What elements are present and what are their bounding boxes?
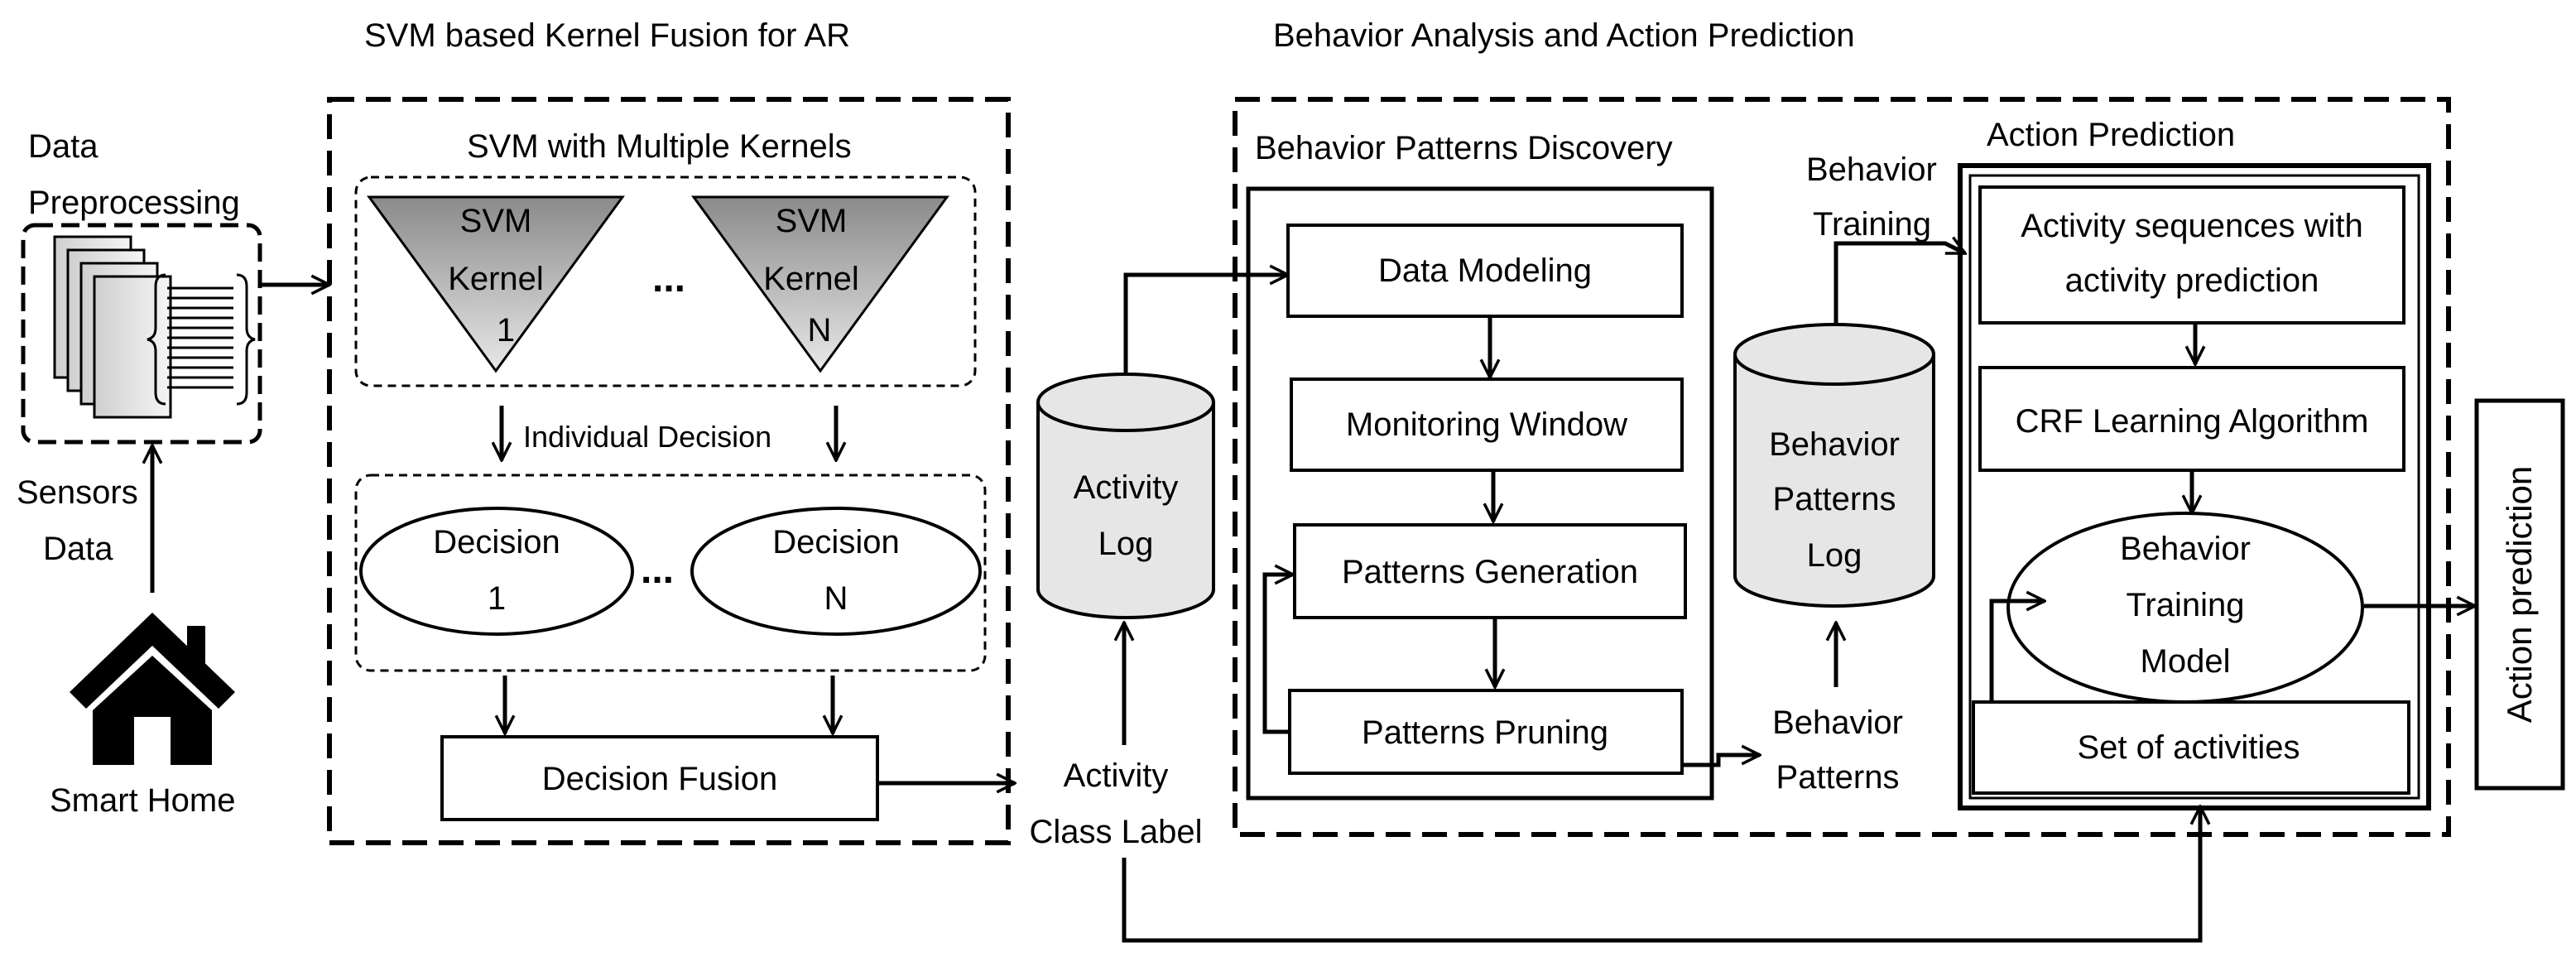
log-to-data-modeling-arrow [1123,275,1288,374]
action-prediction-output-label: Action prediction [2500,466,2539,724]
class-label-to-action-prediction-arrow [1122,806,2200,943]
decision-n-label: Decision [772,524,899,560]
behavior-patterns-log-label: Behavior [1769,426,1900,463]
action-prediction-panel [1958,163,2431,810]
training-model-label: Behavior [2120,531,2251,567]
right-section-title: Behavior Analysis and Action Prediction [1273,17,1855,54]
preprocessing-box [21,223,262,445]
sensors-data-label: Data [43,531,113,567]
data-modeling-box [1286,224,1684,318]
activity-class-label: Activity [1064,757,1169,794]
decision-1-node [359,507,634,636]
kernel-ellipsis: ... [652,257,685,301]
svm-kernel-1-label: 1 [497,312,515,349]
left-section-title: SVM based Kernel Fusion for AR [364,17,850,54]
activity-class-label: Class Label [1029,814,1202,850]
svm-kernel-1-triangle [367,195,625,373]
activity-log-label: Log [1098,526,1154,562]
svm-kernel-1-label: SVM [460,203,532,239]
decision-1-label: Decision [433,524,560,560]
svm-fusion-panel [327,97,1011,845]
set-of-activities-box [1972,700,2410,795]
monitoring-window-label: Monitoring Window [1346,406,1627,443]
activity-sequences-box [1978,185,2405,325]
discovery-title: Behavior Patterns Discovery [1255,130,1673,166]
data-preprocessing-label: Data [28,128,99,165]
training-model-label: Model [2141,643,2231,680]
training-model-label: Training [2126,587,2244,623]
patterns-generation-label: Patterns Generation [1342,554,1638,590]
data-modeling-label: Data Modeling [1378,252,1592,289]
behavior-patterns-label: Behavior [1772,705,1903,741]
behavior-patterns-log-label: Log [1807,537,1862,574]
svm-kernel-n-label: N [808,312,832,349]
behavior-training-label: Training [1813,206,1931,243]
svm-section-title: SVM with Multiple Kernels [467,128,852,165]
behavior-analysis-panel [1233,97,2451,837]
data-preprocessing-label: Preprocessing [28,185,240,221]
documents-icon [53,235,256,419]
action-prediction-inner [1968,174,2420,800]
activity-sequences-label: activity prediction [2065,262,2319,299]
pruning-to-behavior-patterns-arrow [1684,755,1760,767]
individual-decision-label: Individual Decision [523,420,771,454]
decision-n-label: N [824,580,848,617]
behavior-training-label: Behavior [1806,151,1937,188]
crf-label: CRF Learning Algorithm [2016,403,2369,440]
decision-fusion-label: Decision Fusion [542,761,778,797]
decisions-group [354,474,987,672]
svm-kernel-1-label: Kernel [448,261,544,297]
activity-sequences-label: Activity sequences with [2021,208,2363,244]
set-of-activities-label: Set of activities [2077,729,2300,766]
svm-kernel-n-label: Kernel [763,261,859,297]
patterns-pruning-box [1288,689,1684,775]
smart-home-label: Smart Home [50,782,236,819]
decision-ellipsis: ... [641,548,674,592]
behavior-patterns-log-label: Patterns [1773,481,1896,517]
activity-log-cylinder [1036,373,1215,619]
behavior-patterns-label: Patterns [1776,759,1900,796]
discovery-panel [1246,186,1714,801]
svm-kernel-n-triangle [691,195,949,373]
crf-box [1978,366,2405,472]
decision-n-node [690,507,982,636]
monitoring-window-box [1290,378,1684,472]
behavior-patterns-log-cylinder [1733,323,1935,608]
house-icon [70,613,235,765]
pruning-feedback-arrow [1262,575,1293,734]
decision-1-label: 1 [488,580,506,617]
activities-to-model-arrow [1989,601,2045,700]
data-preprocessing-block: Data Preprocessing [17,128,262,819]
svm-kernel-n-label: SVM [776,203,848,239]
sensors-data-label: Sensors [17,474,138,511]
activity-log-label: Activity [1074,469,1179,506]
action-prediction-title: Action Prediction [1987,117,2235,153]
decision-fusion-box [440,735,879,821]
log-to-prediction-arrow [1833,243,1965,325]
patterns-pruning-label: Patterns Pruning [1362,714,1608,751]
action-prediction-output-box [2474,398,2565,791]
